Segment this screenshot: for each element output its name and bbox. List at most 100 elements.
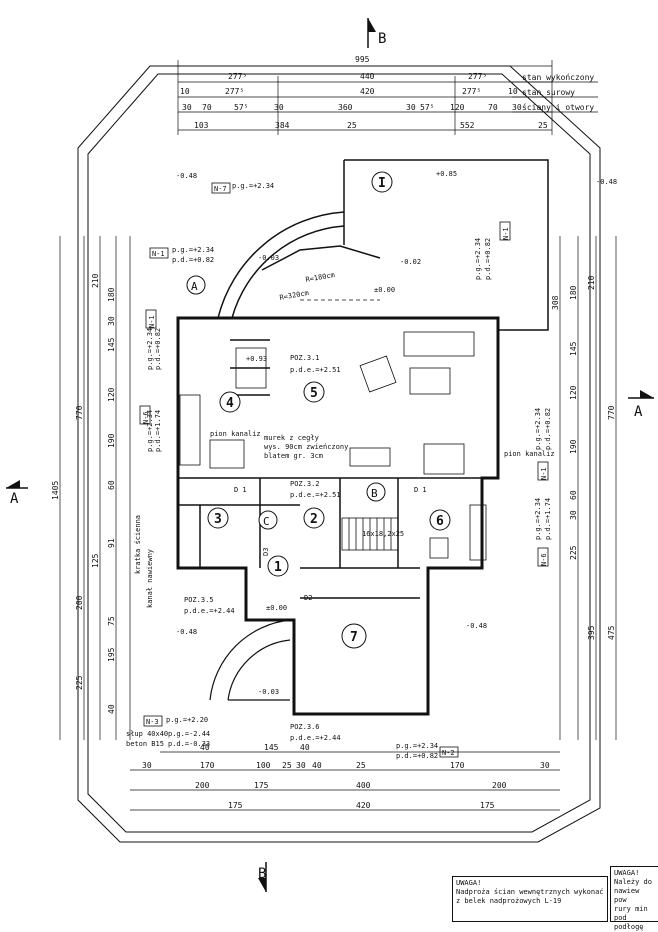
note-right: UWAGA! Należy do nawiew pow rury min pod…	[610, 866, 658, 931]
dim-top-r3-5: 30	[406, 103, 416, 112]
callout-poz35: POZ.3.5	[184, 596, 214, 604]
dim-left-5: 30	[107, 316, 116, 326]
note-kratka: kratka ścienna	[134, 515, 142, 574]
dimension-legend: stan wykończony stan surowy ściany i otw…	[512, 73, 598, 113]
axis-c: C	[263, 515, 270, 528]
dim-bottom-r4-0: 175	[228, 801, 243, 810]
note-stairs: 16x18,2x25	[362, 530, 404, 538]
dim-top-r3-8: 70	[488, 103, 498, 112]
callout-n1-e-pd: p.d.=+0.82	[544, 408, 552, 450]
section-marker-bottom: B	[258, 862, 267, 892]
callout-n1-w-pd: p.d.=+0.82	[154, 328, 162, 370]
callout-n7: N-7	[214, 185, 227, 193]
dim-top-r3-9: 30	[512, 103, 522, 112]
room-5: 5	[310, 386, 318, 401]
callout-n1-right: N-1	[502, 227, 510, 240]
callout-poz36: POZ.3.6	[290, 723, 320, 731]
dim-top-r3-7: 120	[450, 103, 465, 112]
dim-top-r4-2: 25	[347, 121, 357, 130]
dim-left-3: 210	[91, 273, 100, 288]
dim-left-4: 180	[107, 287, 116, 302]
note-right-line4: pod podłogę	[614, 914, 644, 931]
dim-bottom-r3-1: 175	[254, 781, 269, 790]
level-room4: +0.93	[246, 355, 267, 363]
note-murek-2: wys. 90cm zwieńczony	[264, 443, 348, 451]
note-radius: R=320cm	[279, 289, 309, 302]
dim-right-4: 210	[587, 275, 596, 290]
note-slup-2: beton B15	[126, 740, 164, 748]
furniture	[179, 331, 487, 561]
callout-n6-w: N-6	[142, 411, 150, 424]
staircase	[341, 517, 399, 551]
note-right-line3: rury min	[614, 905, 648, 913]
dim-bottom-r2-8: 30	[540, 761, 550, 770]
dim-left-0: 770	[75, 405, 84, 420]
callout-n2-pd: p.d.=+0.82	[396, 752, 438, 760]
section-marker-top: B	[367, 18, 386, 48]
dim-bottom-r3-3: 200	[492, 781, 507, 790]
callout-n3: N-3	[146, 718, 159, 726]
callout-n6-w-pg: p.g.=+2.34	[146, 410, 154, 452]
sw-porch-arcs	[209, 619, 291, 701]
section-label-right: A	[634, 404, 643, 420]
dim-right-9: 60	[569, 490, 578, 500]
dim-top-r3-1: 70	[202, 103, 212, 112]
callout-n1-w: N-1	[148, 315, 156, 328]
callout-n1-right-pg: p.g.=+2.34	[474, 238, 482, 280]
callout-poz31: POZ.3.1	[290, 354, 320, 362]
dim-left-7: 120	[107, 387, 116, 402]
section-marker-right: A	[628, 390, 654, 420]
outer-contours	[77, 65, 601, 843]
dim-top-r4-0: 103	[194, 121, 209, 130]
callout-poz32-pd: p.d.e.=+2.51	[290, 491, 341, 499]
room-4: 4	[226, 396, 234, 411]
callout-poz32: POZ.3.2	[290, 480, 320, 488]
legend-openings: ściany i otwory	[522, 102, 594, 112]
note-murek-3: blatem gr. 3cm	[264, 452, 323, 460]
room-terrace: I	[378, 176, 386, 191]
note-right-line1: Należy do	[614, 878, 652, 886]
level-ground-nw: -0.48	[176, 172, 197, 180]
callout-n6-w-pd: p.d.=+1.74	[154, 410, 162, 452]
dim-left-12: 40	[107, 704, 116, 714]
interior-walls	[178, 339, 498, 599]
dim-left-8: 190	[107, 433, 116, 448]
dim-bottom-r1-0: 40	[200, 743, 210, 752]
dim-top-r4-3: 552	[460, 121, 475, 130]
callout-n1-right-pd: p.d.=+0.82	[484, 238, 492, 280]
level-entry: ±0.00	[374, 286, 395, 294]
dim-bottom-r2-2: 100	[256, 761, 271, 770]
dim-right-8: 190	[569, 439, 578, 454]
level-ground-ne: -0.48	[596, 178, 617, 186]
level-vestibule: ±0.00	[266, 604, 287, 612]
top-dimension-lines	[177, 60, 553, 135]
level-porch: -0.03	[258, 254, 279, 262]
dim-top-r1-1: 440	[360, 72, 375, 81]
dim-top-r2-2: 420	[360, 87, 375, 96]
note-murek-1: murek z cegły	[264, 434, 319, 442]
dim-bottom-r4-2: 175	[480, 801, 495, 810]
dim-right-2: 395	[587, 625, 596, 640]
dim-top-r4-4: 25	[538, 121, 548, 130]
dim-top-r4-1: 384	[275, 121, 290, 130]
dim-bottom-r2-4: 30	[296, 761, 306, 770]
dim-top-r3-3: 30	[274, 103, 284, 112]
room-3: 3	[214, 512, 222, 527]
dim-left-1: 200	[75, 595, 84, 610]
lintel-callouts: N-7 p.g.=+2.34 N-1 p.g.=+2.34 p.d.=+0.82…	[126, 182, 555, 760]
callout-n1-left-pd: p.d.=+0.82	[172, 256, 214, 264]
note-radius2: R=180cm	[305, 271, 335, 284]
note-slup-pd: p.d.=-0.33	[168, 740, 210, 748]
note-pion-kan-e: pion kanaliz	[504, 450, 555, 458]
dim-left-6: 145	[107, 337, 116, 352]
dim-right-6: 145	[569, 341, 578, 356]
note-pion-kan-w: pion kanaliz	[210, 430, 261, 438]
note-slup-1: słup 40x40	[126, 730, 168, 738]
callout-n3-pg: p.g.=+2.20	[166, 716, 208, 724]
dim-top-r2-4: 10	[508, 87, 518, 96]
note-bottom-line1: Nadproża ścian wewnętrznych wykonać	[456, 888, 604, 896]
dim-bottom-r2-6: 25	[356, 761, 366, 770]
dim-bottom-r2-0: 30	[142, 761, 152, 770]
dim-bottom-r1-2: 40	[300, 743, 310, 752]
dim-left-14: 75	[107, 616, 116, 626]
